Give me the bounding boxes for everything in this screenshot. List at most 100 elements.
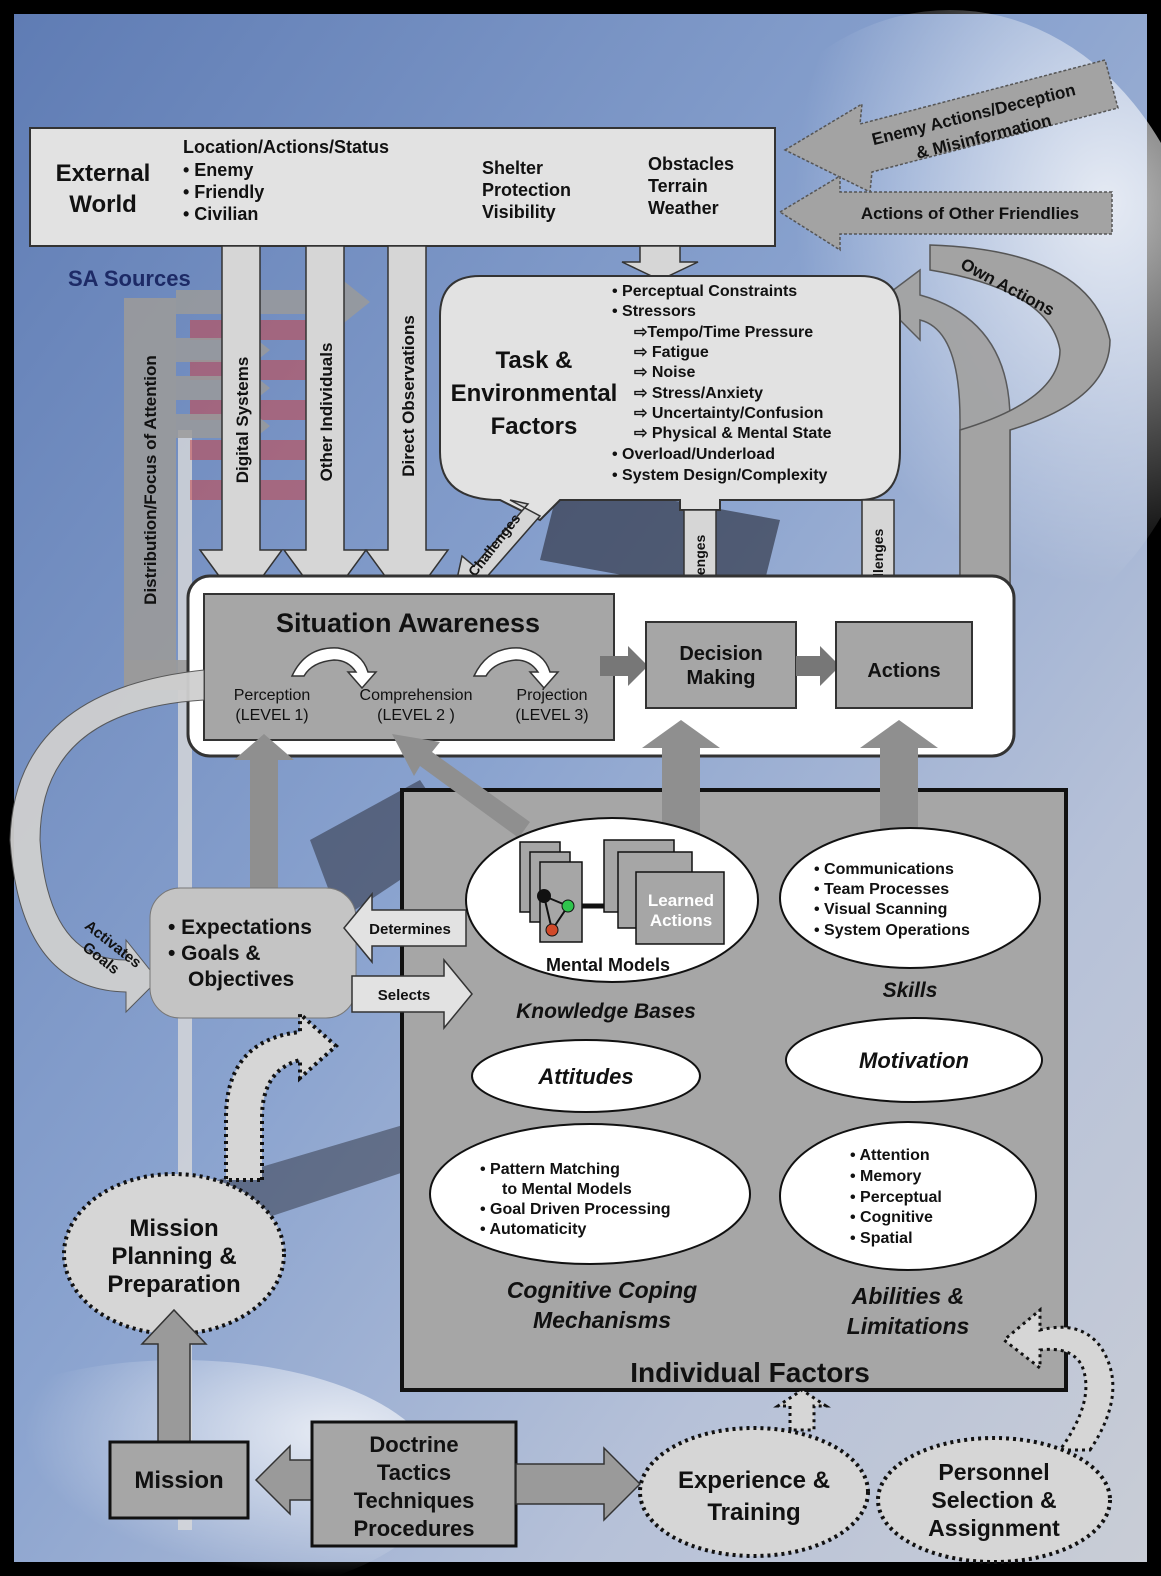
task-env-item: ⇨ Uncertainty/Confusion bbox=[634, 405, 823, 422]
level3-label: (LEVEL 3) bbox=[515, 707, 588, 724]
abilities-item: • Spatial bbox=[850, 1230, 913, 1247]
svg-text:Digital Systems: Digital Systems bbox=[233, 357, 252, 484]
svg-text:Selects: Selects bbox=[378, 987, 431, 1004]
external-world-box bbox=[29, 127, 776, 247]
task-env-item: • Overload/Underload bbox=[612, 446, 775, 463]
task-env-item: ⇨ Fatigue bbox=[634, 344, 709, 361]
level-transition-arrow bbox=[472, 647, 560, 690]
lat-item: • Friendly bbox=[183, 182, 264, 202]
svg-text:Direct Observations: Direct Observations bbox=[399, 315, 418, 477]
task-env-item: ⇨ Stress/Anxiety bbox=[634, 385, 763, 402]
external-world-title: World bbox=[69, 191, 137, 218]
protection-label: Protection bbox=[482, 180, 571, 200]
skills-item: • Visual Scanning bbox=[814, 901, 947, 918]
skills-item: • Team Processes bbox=[814, 881, 949, 898]
coping-item: • Pattern Matching bbox=[480, 1161, 620, 1178]
mission-planning-label: Planning & bbox=[111, 1243, 236, 1270]
sa-to-decision-arrow bbox=[600, 646, 648, 686]
determines-arrow: Determines bbox=[343, 891, 467, 965]
terrain-label: Terrain bbox=[648, 176, 708, 196]
location-actions-status-header: Location/Actions/Status bbox=[183, 137, 389, 157]
knowledge-to-decision-arrow bbox=[642, 720, 720, 850]
coping-ellipse bbox=[429, 1123, 751, 1265]
abilities-item: • Memory bbox=[850, 1168, 922, 1185]
projection-label: Projection bbox=[516, 687, 587, 704]
skills-item: • Communications bbox=[814, 861, 954, 878]
doctrine-to-experience-arrow bbox=[515, 1446, 642, 1522]
motivation-label: Motivation bbox=[859, 1048, 969, 1073]
mental-models-to-sa-arrow bbox=[392, 734, 530, 850]
svg-text:Actions of Other Friendlies: Actions of Other Friendlies bbox=[861, 204, 1079, 223]
level1-label: (LEVEL 1) bbox=[235, 707, 308, 724]
level2-label: (LEVEL 2 ) bbox=[377, 707, 455, 724]
individual-factors-title: Individual Factors bbox=[630, 1357, 870, 1388]
actions-box bbox=[835, 621, 973, 709]
personnel-to-individual-arrow bbox=[1001, 1306, 1115, 1452]
expectations-label: • Expectations bbox=[168, 916, 312, 939]
external-world-title: External bbox=[56, 160, 151, 187]
learned-actions-label: Learned bbox=[648, 891, 714, 910]
knowledge-bases-label: Knowledge Bases bbox=[516, 1000, 696, 1023]
attitudes-ellipse bbox=[471, 1039, 701, 1113]
skills-to-actions-arrow bbox=[860, 720, 938, 850]
task-env-item: • System Design/Complexity bbox=[612, 467, 828, 484]
skills-ellipse bbox=[779, 827, 1041, 969]
doctrine-label: Techniques bbox=[354, 1488, 475, 1513]
planning-to-expectations-arrow bbox=[224, 1009, 340, 1182]
learned-actions-label: Actions bbox=[650, 911, 712, 930]
svg-text:Distribution/Focus of Attentio: Distribution/Focus of Attention bbox=[141, 355, 160, 605]
decision-making-label: Decision bbox=[679, 643, 762, 665]
abilities-item: • Perceptual bbox=[850, 1189, 942, 1206]
svg-text:Determines: Determines bbox=[369, 921, 451, 938]
svg-text:Other Individuals: Other Individuals bbox=[317, 343, 336, 482]
skills-item: • System Operations bbox=[814, 922, 970, 939]
task-env-title: Factors bbox=[491, 413, 578, 440]
experience-label: Training bbox=[707, 1499, 800, 1526]
task-env-item: ⇨Tempo/Time Pressure bbox=[634, 324, 813, 341]
comprehension-label: Comprehension bbox=[360, 687, 473, 704]
coping-title: Cognitive Coping bbox=[507, 1277, 697, 1303]
doctrine-label: Doctrine bbox=[369, 1432, 458, 1457]
task-env-box bbox=[439, 245, 901, 522]
lat-item: • Enemy bbox=[183, 160, 253, 180]
task-env-item: ⇨ Physical & Mental State bbox=[634, 425, 832, 442]
perception-label: Perception bbox=[234, 687, 311, 704]
attitudes-label: Attitudes bbox=[537, 1064, 633, 1089]
coping-item: to Mental Models bbox=[502, 1181, 632, 1198]
doctrine-label: Tactics bbox=[377, 1460, 451, 1485]
weather-label: Weather bbox=[648, 198, 719, 218]
mission-label: Mission bbox=[134, 1467, 223, 1494]
sa-sources-title: SA Sources bbox=[68, 266, 191, 291]
mission-box bbox=[108, 1440, 250, 1520]
other-friendlies-arrow: Actions of Other Friendlies bbox=[778, 174, 1113, 252]
mental-model-cards bbox=[519, 839, 725, 945]
decision-to-actions-arrow bbox=[796, 646, 840, 686]
task-env-item: ⇨ Noise bbox=[634, 364, 696, 381]
mental-models-label: Mental Models bbox=[546, 955, 670, 975]
abilities-item: • Cognitive bbox=[850, 1209, 933, 1226]
lat-item: • Civilian bbox=[183, 204, 258, 224]
abilities-item: • Attention bbox=[850, 1147, 930, 1164]
expectations-to-sa-arrow bbox=[234, 734, 294, 890]
task-env-item: • Stressors bbox=[612, 303, 696, 320]
experience-label: Experience & bbox=[678, 1467, 830, 1494]
doctrine-label: Procedures bbox=[353, 1516, 474, 1541]
personnel-ellipse bbox=[876, 1436, 1112, 1564]
personnel-label: Personnel bbox=[938, 1459, 1049, 1485]
experience-ellipse bbox=[638, 1426, 870, 1558]
decision-making-box bbox=[645, 621, 797, 709]
mission-planning-label: Preparation bbox=[107, 1271, 240, 1298]
task-env-item: • Perceptual Constraints bbox=[612, 283, 797, 300]
abilities-title: Abilities & bbox=[851, 1283, 964, 1309]
abilities-ellipse bbox=[779, 1121, 1037, 1271]
sa-title: Situation Awareness bbox=[276, 608, 540, 638]
mission-to-planning-arrow bbox=[140, 1308, 208, 1443]
mission-planning-label: Mission bbox=[129, 1215, 218, 1242]
doctrine-to-mission-arrow bbox=[254, 1444, 313, 1516]
coping-item: • Goal Driven Processing bbox=[480, 1201, 671, 1218]
coping-title: Mechanisms bbox=[533, 1307, 671, 1333]
selects-arrow: Selects bbox=[351, 957, 473, 1031]
obstacles-label: Obstacles bbox=[648, 154, 734, 174]
coping-item: • Automaticity bbox=[480, 1221, 586, 1238]
